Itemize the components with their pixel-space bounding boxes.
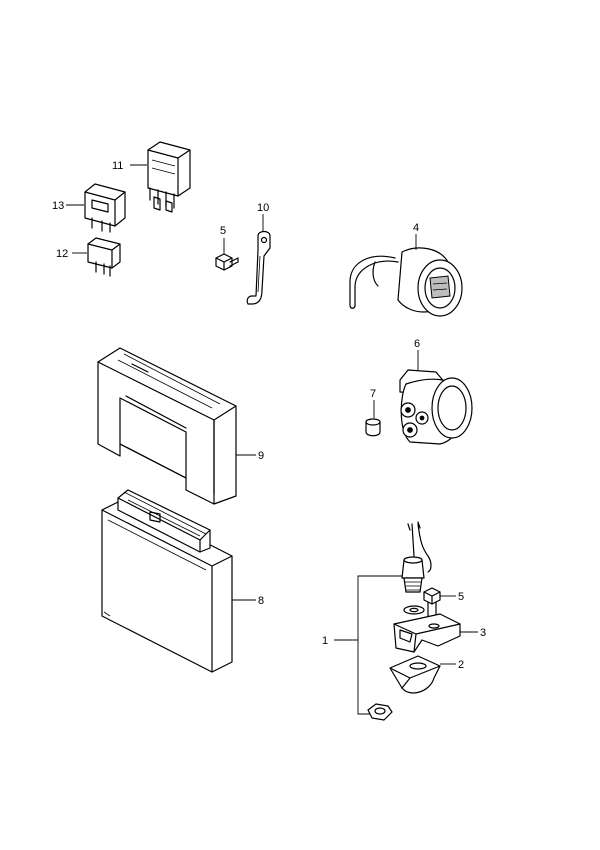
bracket-3 — [393, 613, 461, 653]
clamp-10 — [246, 230, 271, 305]
neutral-switch — [401, 521, 432, 593]
cap-7 — [365, 418, 381, 437]
nut — [367, 703, 393, 721]
connector-6 — [399, 369, 473, 445]
sensor-4 — [349, 247, 463, 317]
callout-11: 11 — [112, 160, 123, 172]
cover-9 — [97, 347, 237, 505]
holder-2 — [389, 655, 441, 694]
callout-5a: 5 — [220, 225, 226, 237]
callout-2: 2 — [458, 659, 464, 671]
callout-9: 9 — [258, 450, 264, 462]
callout-12: 12 — [56, 248, 68, 260]
callout-10: 10 — [257, 202, 269, 214]
ecm-8 — [101, 489, 233, 673]
washer — [403, 605, 425, 615]
callout-5b: 5 — [458, 591, 464, 603]
callout-7: 7 — [370, 388, 376, 400]
callout-1: 1 — [322, 635, 328, 647]
assembly-bracket — [357, 575, 410, 715]
relay-12 — [87, 237, 121, 277]
callout-6: 6 — [414, 338, 420, 350]
callout-4: 4 — [413, 222, 419, 234]
callout-13: 13 — [52, 200, 64, 212]
bolt-5-lower — [423, 587, 441, 617]
bolt-5-upper — [215, 253, 239, 271]
relay-11 — [147, 141, 191, 213]
relay-13 — [84, 183, 126, 233]
callout-3: 3 — [480, 627, 486, 639]
callout-8: 8 — [258, 595, 264, 607]
